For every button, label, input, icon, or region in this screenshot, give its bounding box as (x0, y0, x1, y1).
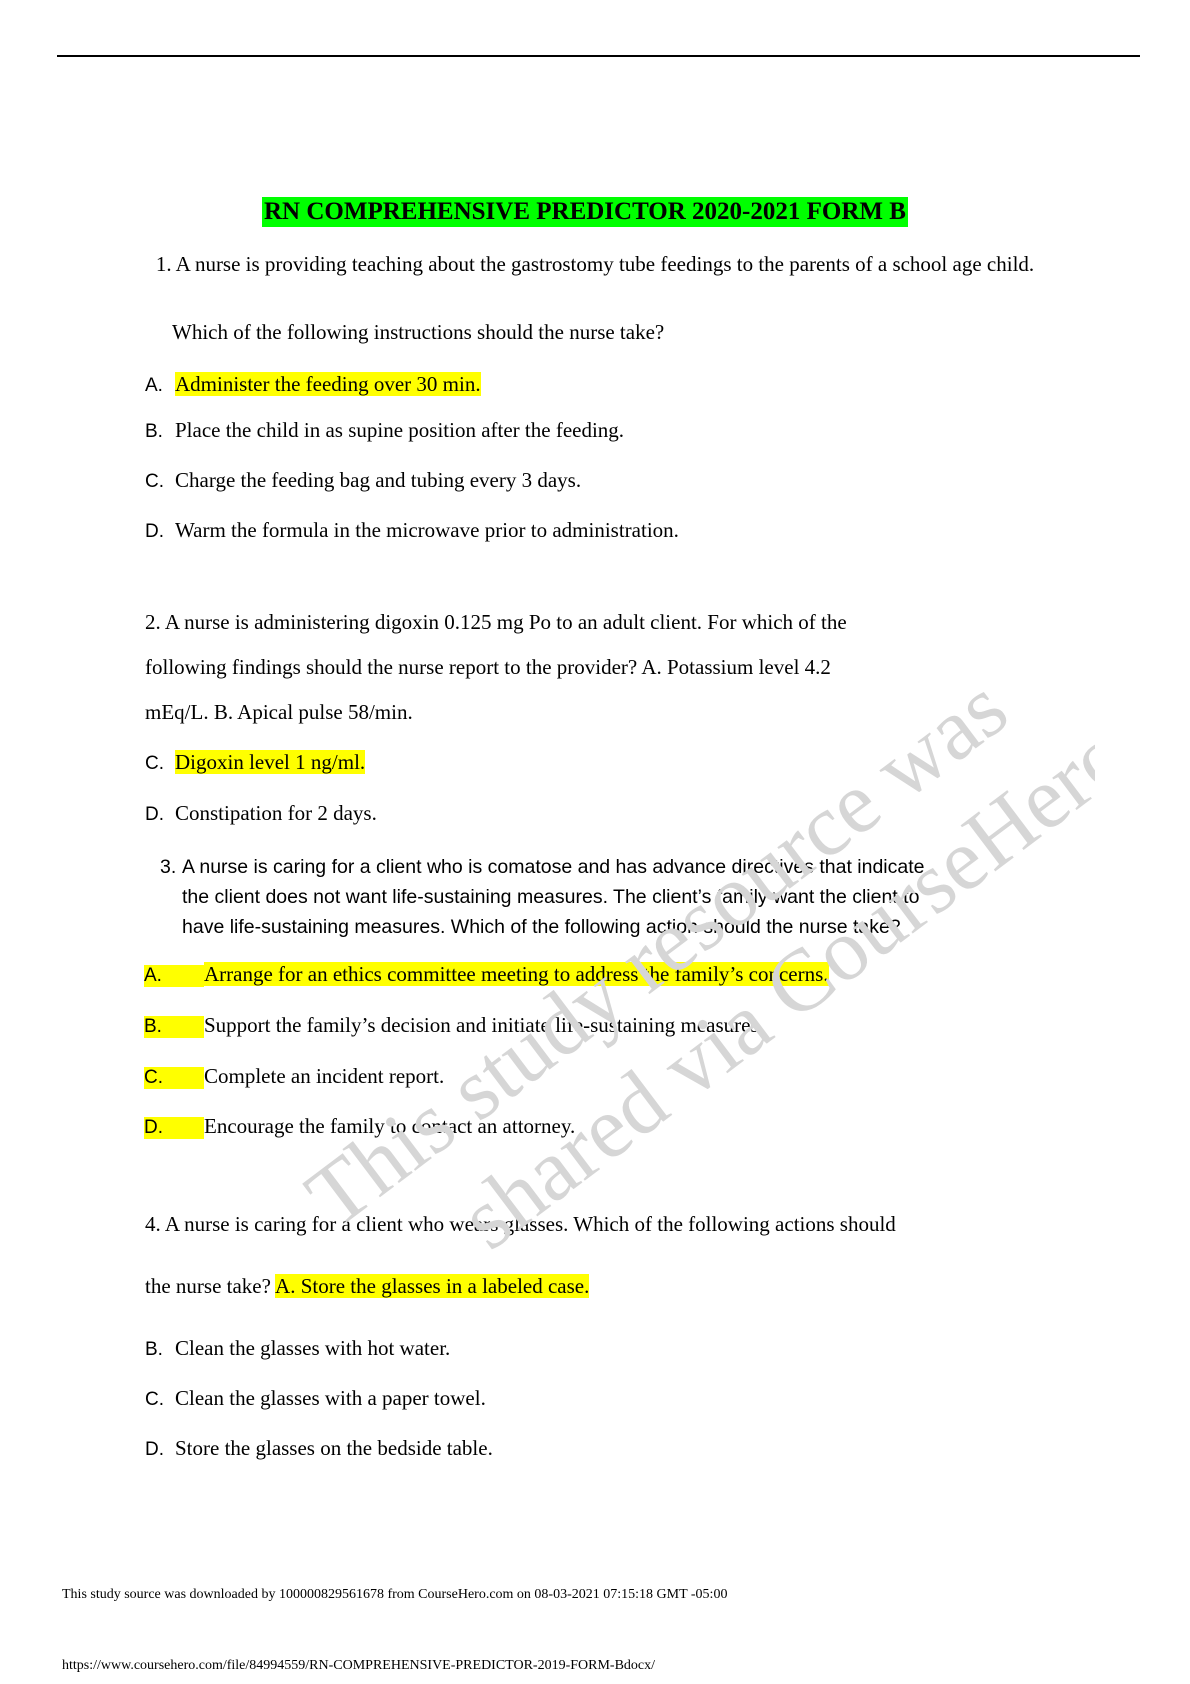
option-text-correct: Digoxin level 1 ng/ml. (175, 750, 366, 774)
option-text: Constipation for 2 days. (175, 801, 377, 825)
option-letter: D. (145, 521, 164, 542)
q3-option-b: B.Support the family’s decision and init… (144, 1013, 764, 1038)
q4-option-d: D. Store the glasses on the bedside table… (145, 1436, 493, 1461)
q4-line-1: 4. A nurse is caring for a client who we… (145, 1212, 896, 1236)
q4-line-2: the nurse take? A. Store the glasses in … (145, 1274, 590, 1299)
q1-option-c: C. Charge the feeding bag and tubing ever… (145, 468, 581, 493)
q1-prompt: Which of the following instructions shou… (172, 320, 665, 344)
option-letter: D. (145, 1439, 164, 1460)
option-text: Clean the glasses with a paper towel. (175, 1386, 486, 1410)
q3-option-c: C.Complete an incident report. (144, 1064, 444, 1089)
watermark-line-1: This study resource was (289, 659, 1025, 1247)
option-text: Place the child in as supine position af… (175, 418, 625, 442)
option-letter: C. (145, 471, 164, 492)
option-text: Support the family’s decision and initia… (204, 1013, 764, 1037)
option-letter: A. (144, 965, 204, 987)
option-letter: C. (145, 753, 164, 774)
q2-option-d: D. Constipation for 2 days. (145, 801, 377, 826)
q4-answer-correct: A. Store the glasses in a labeled case. (275, 1274, 590, 1298)
option-text-correct: Arrange for an ethics committee meeting … (204, 962, 829, 986)
q3-option-d: D.Encourage the family to contact an att… (144, 1114, 575, 1139)
option-letter: B. (145, 421, 163, 442)
option-letter: A. (145, 375, 163, 396)
option-letter: B. (144, 1016, 204, 1038)
q3-number: 3. (160, 856, 177, 878)
q1-stem: 1. A nurse is providing teaching about t… (155, 252, 1035, 276)
option-letter: B. (145, 1339, 163, 1360)
q4-option-c: C. Clean the glasses with a paper towel. (145, 1386, 486, 1411)
q3-option-a: A.Arrange for an ethics committee meetin… (144, 962, 829, 987)
q3-body: A nurse is caring for a client who is co… (182, 852, 925, 942)
option-letter: C. (144, 1067, 204, 1089)
option-text: Clean the glasses with hot water. (175, 1336, 451, 1360)
q2-line-3: mEq/L. B. Apical pulse 58/min. (145, 700, 413, 724)
q1-option-b: B. Place the child in as supine position … (145, 418, 624, 443)
option-text: Complete an incident report. (204, 1064, 445, 1088)
option-letter: D. (145, 804, 164, 825)
option-text: Charge the feeding bag and tubing every … (175, 468, 582, 492)
option-text: Encourage the family to contact an attor… (204, 1114, 576, 1138)
q4-option-b: B. Clean the glasses with hot water. (145, 1336, 450, 1361)
q3-line-1: A nurse is caring for a client who is co… (182, 856, 925, 878)
coursehero-watermark: This study resource was shared via Cours… (289, 601, 1095, 1268)
option-letter: C. (145, 1389, 164, 1410)
q2-line-1: 2. A nurse is administering digoxin 0.12… (145, 610, 847, 634)
q1-option-d: D. Warm the formula in the microwave prio… (145, 518, 679, 543)
document-title: RN COMPREHENSIVE PREDICTOR 2020-2021 FOR… (262, 197, 908, 227)
q2-line-2: following findings should the nurse repo… (145, 655, 831, 679)
source-url[interactable]: https://www.coursehero.com/file/84994559… (62, 1658, 656, 1673)
option-text: Warm the formula in the microwave prior … (175, 518, 679, 542)
download-note: This study source was downloaded by 1000… (62, 1587, 728, 1602)
q3-line-2: the client does not want life-sustaining… (182, 886, 920, 908)
option-text-correct: Administer the feeding over 30 min. (175, 372, 481, 396)
q3-line-3: have life-sustaining measures. Which of … (182, 916, 901, 938)
top-rule (57, 55, 1140, 57)
option-text: Store the glasses on the bedside table. (175, 1436, 493, 1460)
q2-option-c: C. Digoxin level 1 ng/ml. (145, 750, 366, 775)
q4-line-2-prefix: the nurse take? (145, 1274, 271, 1298)
q1-option-a: A. Administer the feeding over 30 min. (145, 372, 481, 397)
option-letter: D. (144, 1117, 204, 1139)
